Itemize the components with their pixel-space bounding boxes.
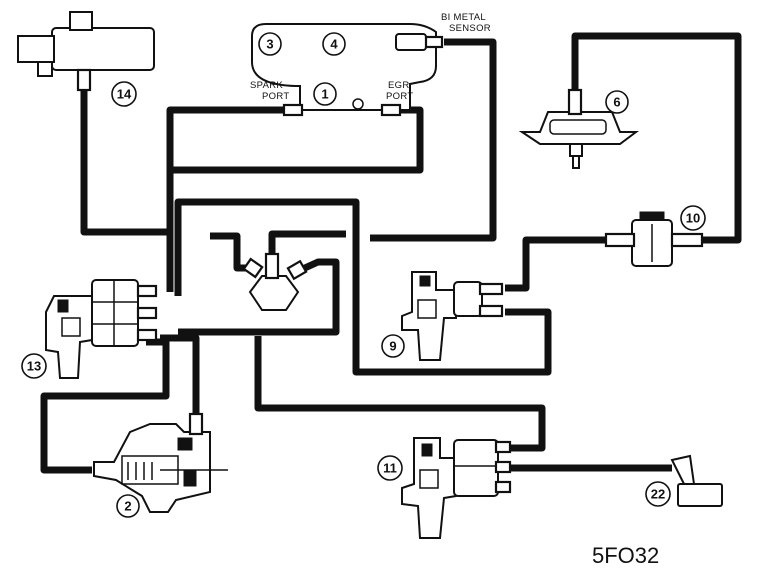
callout-14: 14 xyxy=(111,81,137,107)
component-13 xyxy=(45,279,158,379)
component-2 xyxy=(93,412,228,513)
callout-13: 13 xyxy=(21,353,47,379)
callout-22: 22 xyxy=(645,481,671,507)
callout-13-number: 13 xyxy=(27,359,41,374)
hose-13-to-2 xyxy=(40,338,170,474)
component-9 xyxy=(401,271,504,361)
callout-9-number: 9 xyxy=(389,339,396,354)
callout-11: 11 xyxy=(377,455,403,481)
egr-port-label-line2: PORT xyxy=(386,91,413,102)
callout-3: 3 xyxy=(258,32,282,56)
bimetal-sensor-body xyxy=(395,33,427,51)
callout-22-number: 22 xyxy=(651,487,665,502)
hose-tee-right xyxy=(178,258,340,336)
callout-2: 2 xyxy=(116,494,140,518)
callout-6: 6 xyxy=(605,90,629,114)
hose-tee-top xyxy=(268,230,346,258)
egr-port-fitting xyxy=(380,103,402,117)
callout-1: 1 xyxy=(313,82,337,106)
hose-spark-port-loop xyxy=(166,106,295,292)
bimetal-sensor-label-line2: SENSOR xyxy=(449,23,491,34)
callout-4: 4 xyxy=(322,32,346,56)
spark-port-label-line2: PORT xyxy=(262,91,289,102)
callout-1-number: 1 xyxy=(321,87,328,102)
hose-main-loop xyxy=(174,198,552,376)
callout-4-number: 4 xyxy=(330,37,338,52)
hose-egr-port-loop xyxy=(170,106,424,174)
figure-code: 5FO32 xyxy=(592,543,659,568)
egr-port-label-line1: EGR xyxy=(388,80,410,91)
hose-9-to-10 xyxy=(505,236,608,292)
spark-port-label-line1: SPARK xyxy=(250,80,283,91)
callout-9: 9 xyxy=(381,334,405,358)
callout-14-number: 14 xyxy=(117,87,132,102)
component-11 xyxy=(401,437,512,539)
component-10 xyxy=(604,211,704,267)
carburetor-body: BI METAL SENSOR SPARK PORT EGR PORT xyxy=(250,12,491,117)
callout-3-number: 3 xyxy=(266,37,273,52)
bimetal-sensor-label-line1: BI METAL xyxy=(441,12,486,23)
callout-10: 10 xyxy=(680,205,706,231)
callout-10-number: 10 xyxy=(686,211,700,226)
hose-10-loop xyxy=(571,32,742,244)
callout-2-number: 2 xyxy=(124,499,131,514)
component-14 xyxy=(17,11,155,92)
hose-to-11 xyxy=(254,336,546,452)
hose-13-to-2-upper xyxy=(160,334,200,422)
center-tee-fitting xyxy=(242,252,308,311)
callout-11-number: 11 xyxy=(383,461,397,476)
component-6 xyxy=(518,88,639,169)
hose-bimetal-sensor xyxy=(370,38,497,242)
hose-14-to-junction xyxy=(80,88,168,236)
component-22 xyxy=(670,454,723,507)
callout-6-number: 6 xyxy=(613,95,620,110)
spark-port-fitting xyxy=(282,103,304,117)
